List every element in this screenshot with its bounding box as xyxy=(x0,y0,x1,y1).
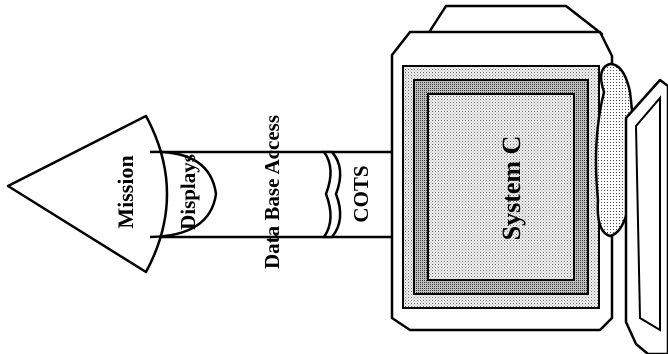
monitor-stand xyxy=(428,6,602,34)
keyboard xyxy=(626,80,668,354)
system-c-label: System C xyxy=(497,136,526,241)
database-access-label: Data Base Access xyxy=(260,115,284,269)
cots-label: COTS xyxy=(349,165,373,222)
computer-illustration: System C xyxy=(392,6,668,354)
layer-arrow: Mission Displays Data Base Access COTS xyxy=(8,115,398,272)
cots-chevron xyxy=(324,152,340,237)
displays-label: Displays xyxy=(176,154,200,230)
mission-label: Mission xyxy=(113,155,138,228)
mission-arrowhead xyxy=(8,116,167,272)
